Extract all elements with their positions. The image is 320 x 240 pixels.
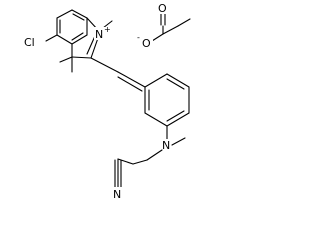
amine-nitrogen-label: N xyxy=(162,139,170,152)
gem-dimethyl-group xyxy=(59,56,73,73)
n-methyl-bond xyxy=(102,20,113,29)
c-cl-bond xyxy=(45,34,58,42)
acetate-oxide-oxygen-label: O xyxy=(142,37,151,50)
chemical-structure-diagram: Cl N + N N xyxy=(22,2,191,201)
cyanoethyl-chain xyxy=(117,149,163,165)
indolium-nitrogen-label: N xyxy=(95,28,103,41)
phenyl-ring xyxy=(144,73,190,127)
acetate-ion xyxy=(151,13,191,42)
acetate-negative-charge: - xyxy=(137,33,140,42)
acetate-carbonyl-oxygen-label: O xyxy=(158,2,167,15)
n-methyl-bond-2 xyxy=(171,137,186,146)
indolium-positive-charge: + xyxy=(104,25,111,34)
chlorine-atom-label: Cl xyxy=(24,36,35,49)
indolium-benzo-ring xyxy=(56,9,88,45)
vinyl-linker xyxy=(90,57,146,92)
nitrile-nitrogen-label: N xyxy=(113,188,121,201)
nitrile-triple-bond xyxy=(114,158,122,188)
